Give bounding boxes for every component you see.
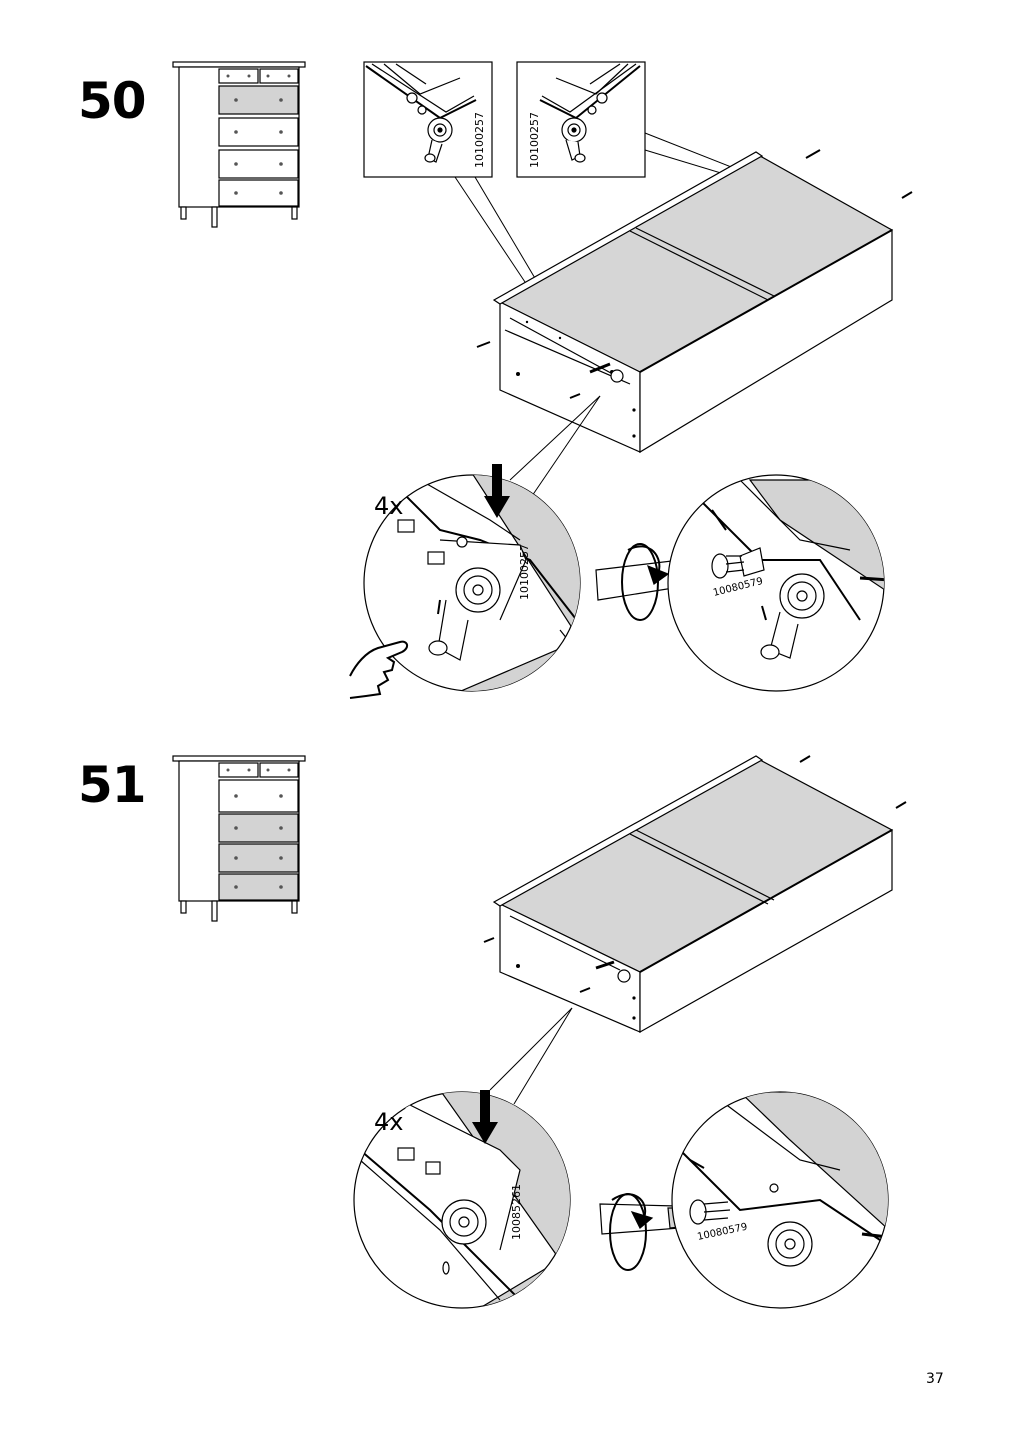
detail-left-part-code: 10100257: [473, 112, 486, 168]
step-50-number: 50: [78, 72, 147, 130]
roller-part-code-step51: 10085261: [510, 1184, 523, 1240]
dresser-thumbnail-step51: [172, 755, 306, 922]
detail-circle-roller-step50: [349, 464, 581, 699]
step51-quantity: 4x: [374, 1108, 403, 1136]
detail-box-right: [516, 61, 646, 178]
page-number: 37: [926, 1371, 944, 1387]
step-51-number: 51: [78, 756, 147, 814]
detail-right-part-code: 10100257: [528, 112, 541, 168]
detail-circle-screw-step50: [667, 474, 885, 692]
detail-circle-screw-step51: [671, 1091, 889, 1309]
drawer-step50: [476, 149, 913, 454]
detail-box-left: [363, 61, 493, 178]
step50-quantity: 4x: [374, 492, 403, 520]
drawer-step51: [483, 755, 907, 1034]
roller-part-code-step50: 10100257: [518, 544, 531, 600]
dresser-thumbnail-step50: [172, 61, 306, 228]
